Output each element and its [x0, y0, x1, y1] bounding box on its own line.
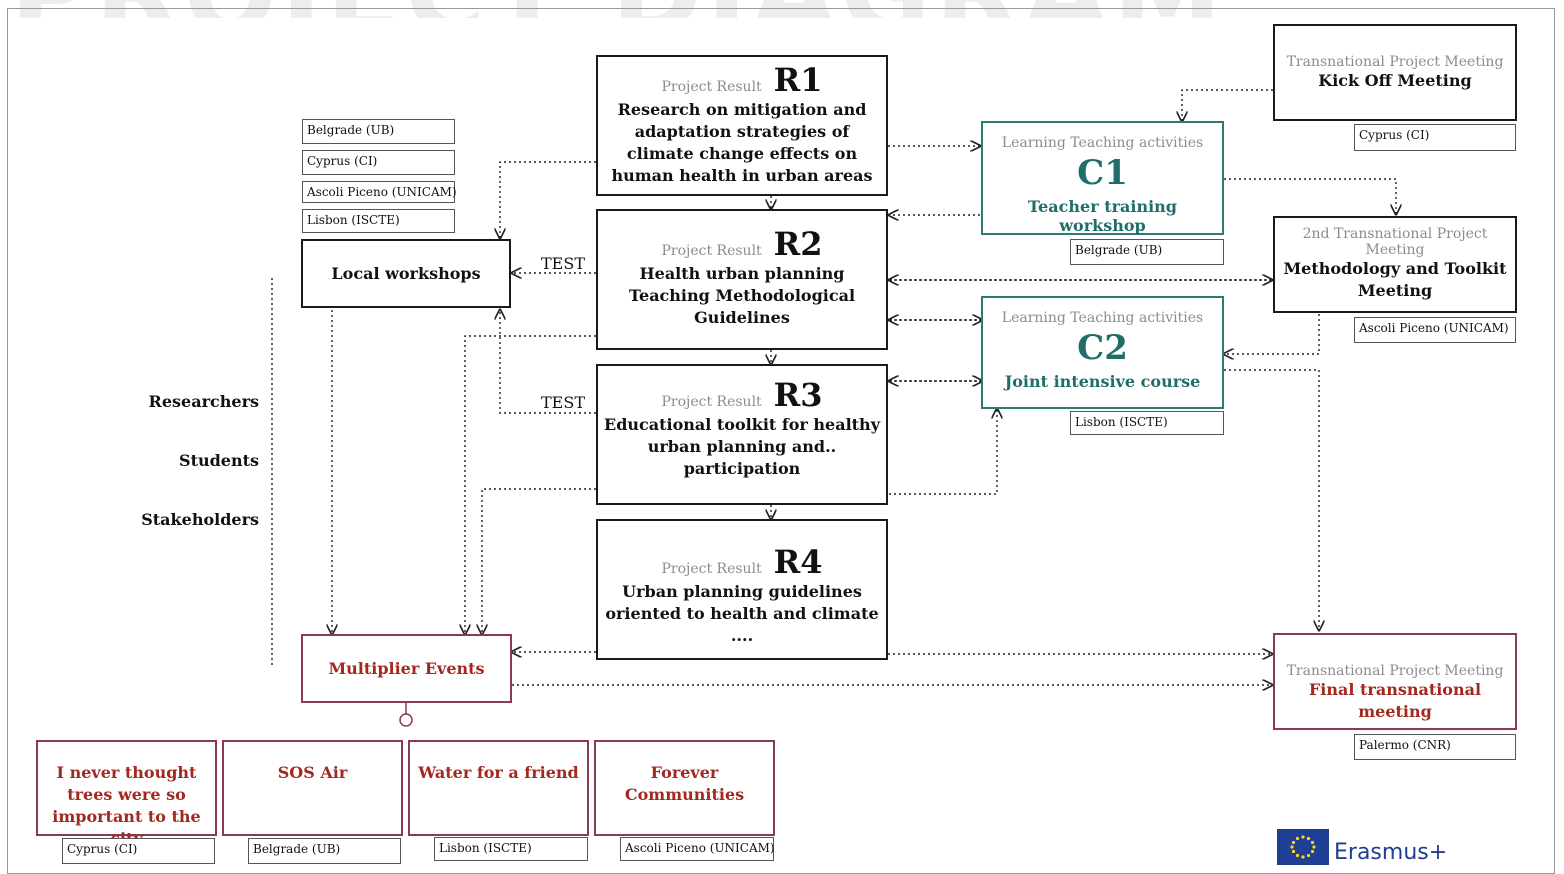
project-result-r1: Project Result R1 Research on mitigation … [596, 55, 888, 196]
event-box: Forever Communities [594, 740, 775, 836]
side-label-students: Students [179, 451, 259, 470]
learning-activity-c2: Learning Teaching activities C2 Joint in… [981, 296, 1224, 409]
event-location: Cyprus (CI) [62, 838, 215, 864]
learning-activity-label: Learning Teaching activities [1001, 310, 1204, 326]
learning-activity-c1: Learning Teaching activities C1 Teacher … [981, 121, 1224, 235]
meeting-label: Transnational Project Meeting [1286, 54, 1504, 70]
project-result-code: R3 [773, 376, 823, 414]
watermark: PROJECT DIAGRAM [0, 0, 1564, 18]
project-result-r3: Project Result R3 Educational toolkit for… [596, 364, 888, 505]
event-box: I never thought trees were so important … [36, 740, 217, 848]
local-workshop-location: Belgrade (UB) [302, 119, 455, 144]
meeting-final: Transnational Project Meeting Final tran… [1273, 633, 1517, 730]
project-result-title: Health urban planning Teaching Methodolo… [628, 264, 856, 327]
project-result-r2: Project Result R2 Health urban planning T… [596, 209, 888, 350]
meeting-label: Transnational Project Meeting [1286, 663, 1504, 679]
project-result-label: Project Result [661, 561, 762, 577]
event-title: SOS Air [277, 763, 348, 782]
multiplier-events-title: Multiplier Events [328, 659, 485, 678]
meeting-title: Final transnational meeting [1308, 680, 1482, 721]
meeting-location: Palermo (CNR) [1354, 734, 1516, 760]
learning-activity-title: Joint intensive course [1004, 372, 1201, 391]
meeting-location: Cyprus (CI) [1354, 124, 1516, 151]
meeting-kick-off: Transnational Project Meeting Kick Off M… [1273, 24, 1517, 121]
project-result-code: R1 [773, 61, 823, 99]
project-result-label: Project Result [661, 79, 762, 95]
project-result-label: Project Result [661, 394, 762, 410]
meeting-location: Ascoli Piceno (UNICAM) [1354, 317, 1516, 343]
eu-flag-icon [1277, 829, 1329, 865]
meeting-methodology: 2nd Transnational Project Meeting Method… [1273, 216, 1517, 313]
project-result-title: Research on mitigation and adaptation st… [611, 100, 873, 185]
learning-activity-location: Belgrade (UB) [1070, 239, 1224, 265]
test-label-r2: TEST [541, 254, 585, 273]
multiplier-events-box: Multiplier Events [301, 634, 512, 703]
event-title: Water for a friend [418, 763, 579, 782]
meeting-label: 2nd Transnational Project Meeting [1302, 226, 1488, 258]
watermark-text: PROJECT DIAGRAM [10, 0, 1226, 18]
event-location: Lisbon (ISCTE) [434, 837, 588, 861]
event-box: SOS Air [222, 740, 403, 836]
eu-stars-icon [1290, 835, 1316, 859]
test-label-r3: TEST [541, 393, 585, 412]
event-location: Belgrade (UB) [248, 838, 401, 864]
event-title: Forever Communities [624, 763, 745, 804]
project-result-title: Urban planning guidelines oriented to he… [605, 582, 879, 645]
local-workshop-location: Ascoli Piceno (UNICAM) [302, 181, 457, 203]
event-title: I never thought trees were so important … [52, 763, 201, 848]
learning-activity-location: Lisbon (ISCTE) [1070, 411, 1224, 435]
local-workshops-title: Local workshops [331, 264, 481, 283]
meeting-title: Kick Off Meeting [1318, 71, 1472, 90]
learning-activity-code: C2 [1077, 328, 1128, 368]
project-result-code: R4 [773, 543, 823, 581]
learning-activity-code: C1 [1077, 153, 1128, 193]
side-label-researchers: Researchers [148, 392, 259, 411]
local-workshops-box: Local workshops [301, 239, 511, 308]
local-workshop-location: Cyprus (CI) [302, 150, 455, 175]
learning-activity-label: Learning Teaching activities [1001, 135, 1204, 151]
local-workshop-location: Lisbon (ISCTE) [302, 209, 455, 233]
event-location: Ascoli Piceno (UNICAM) [620, 837, 775, 861]
project-result-r4: Project Result R4 Urban planning guidelin… [596, 519, 888, 660]
side-label-stakeholders: Stakeholders [141, 510, 259, 529]
project-result-code: R2 [773, 225, 823, 263]
erasmus-logo-text: Erasmus+ [1334, 840, 1448, 865]
event-box: Water for a friend [408, 740, 589, 836]
learning-activity-title: Teacher training workshop [1028, 197, 1177, 235]
project-result-label: Project Result [661, 243, 762, 259]
meeting-title: Methodology and Toolkit Meeting [1283, 259, 1507, 300]
project-result-title: Educational toolkit for healthy urban pl… [604, 415, 880, 478]
